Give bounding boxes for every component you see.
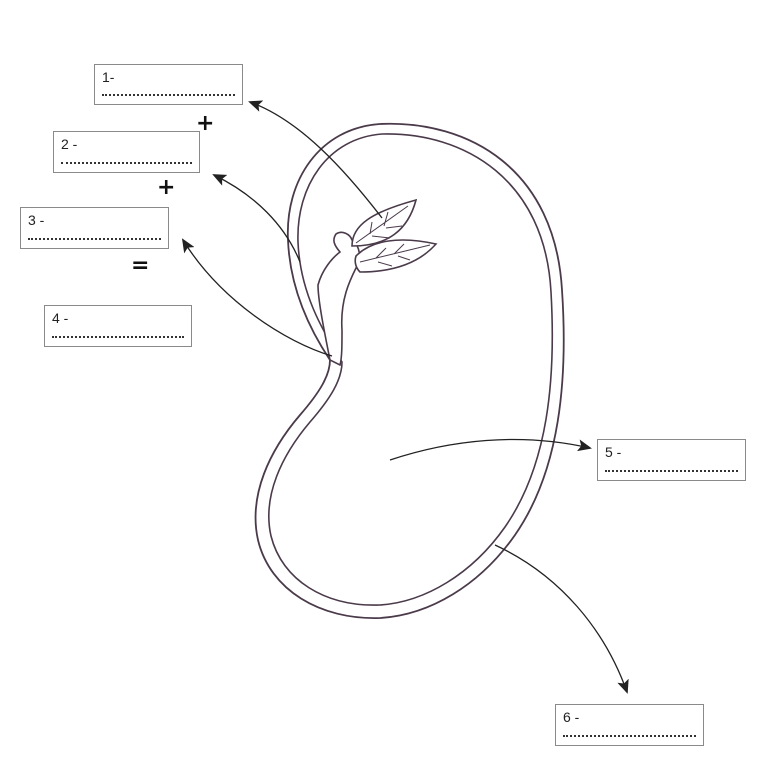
- seed-coat-outer: [254, 122, 565, 619]
- label-box-2[interactable]: 2 -: [53, 131, 200, 173]
- label-box-3[interactable]: 3 -: [20, 207, 169, 249]
- plumule-leaf-lower-veins: [359, 243, 431, 267]
- label-box-1[interactable]: 1-: [94, 64, 243, 105]
- pointer-arrow-3: [181, 238, 333, 357]
- answer-line-1: [102, 94, 235, 96]
- answer-line-5: [605, 470, 738, 472]
- label-number-4: 4 -: [52, 310, 69, 326]
- label-number-5: 5 -: [605, 444, 622, 460]
- label-box-6[interactable]: 6 -: [555, 704, 704, 746]
- answer-line-4: [52, 336, 184, 338]
- pointer-arrow-5: [389, 438, 592, 461]
- pointer-arrow-2: [212, 174, 301, 263]
- label-number-6: 6 -: [563, 709, 580, 725]
- answer-line-2: [61, 162, 192, 164]
- pointer-arrow-1: [248, 100, 383, 219]
- pointer-arrow-6: [494, 544, 629, 694]
- seed-coat-inner: [268, 133, 554, 606]
- equals-sign: =: [131, 253, 150, 278]
- label-number-1: 1-: [102, 69, 115, 85]
- label-box-5[interactable]: 5 -: [597, 439, 746, 481]
- answer-line-6: [563, 735, 696, 737]
- answer-line-3: [28, 238, 161, 240]
- embryo-axis: [317, 231, 361, 367]
- plus-sign-2: +: [157, 175, 176, 200]
- label-number-3: 3 -: [28, 212, 45, 228]
- label-box-4[interactable]: 4 -: [44, 305, 192, 347]
- plumule-leaf-upper-veins: [355, 205, 409, 244]
- plus-sign-1: +: [196, 111, 215, 136]
- label-number-2: 2 -: [61, 136, 78, 152]
